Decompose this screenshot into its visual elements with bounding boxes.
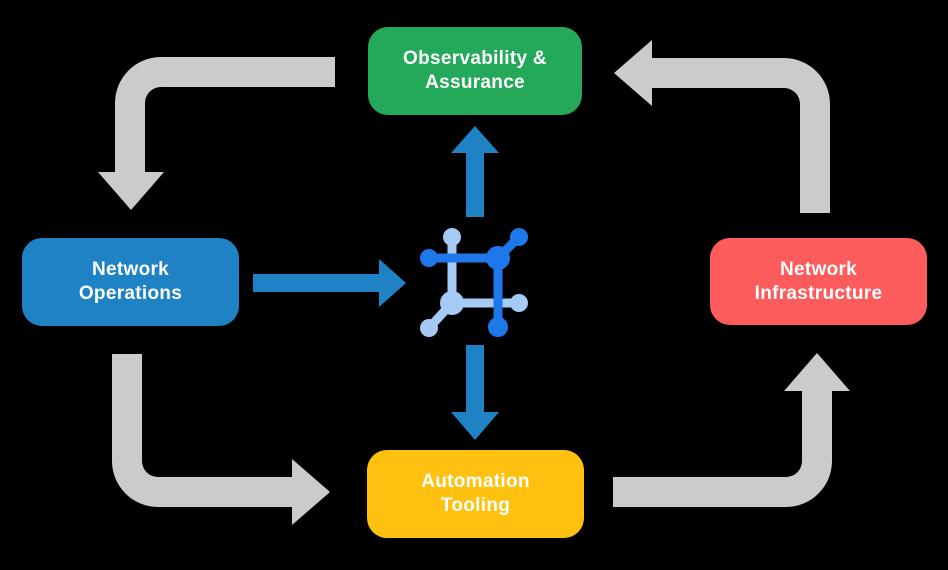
icon-light-corner-node bbox=[440, 291, 464, 315]
network-automation-icon bbox=[420, 228, 528, 337]
node-label-line: Infrastructure bbox=[754, 282, 883, 304]
arrow-center-to-automation bbox=[451, 345, 499, 440]
arrow-observability-to-operations bbox=[98, 57, 335, 210]
node-network-operations: Network Operations bbox=[22, 238, 239, 326]
icon-light-node-dot bbox=[443, 228, 461, 246]
arrow-infrastructure-to-observability bbox=[614, 40, 830, 213]
icon-dark-node-dot bbox=[488, 317, 508, 337]
node-label-line: Network bbox=[779, 258, 858, 280]
node-network-infrastructure: Network Infrastructure bbox=[710, 238, 927, 325]
icon-dark-node-dot bbox=[510, 228, 528, 246]
node-label-line: Automation bbox=[421, 471, 530, 492]
node-label-line: Operations bbox=[78, 283, 183, 304]
arrow-automation-to-infrastructure bbox=[613, 353, 850, 507]
node-label-line: Tooling bbox=[440, 495, 511, 516]
node-automation-tooling: Automation Tooling bbox=[367, 450, 584, 538]
icon-dark-corner-node bbox=[486, 246, 510, 270]
arrow-center-to-observability bbox=[451, 126, 499, 217]
node-observability-assurance: Observability & Assurance bbox=[368, 27, 582, 115]
arrow-operations-to-center bbox=[253, 259, 406, 307]
icon-light-node-dot bbox=[420, 319, 438, 337]
node-label-line: Network bbox=[91, 259, 170, 280]
arrow-operations-to-automation bbox=[112, 354, 330, 525]
icon-light-node-dot bbox=[510, 294, 528, 312]
icon-dark-node-dot bbox=[420, 249, 438, 267]
node-label-line: Observability & bbox=[403, 48, 547, 69]
node-label-line: Assurance bbox=[425, 72, 525, 93]
